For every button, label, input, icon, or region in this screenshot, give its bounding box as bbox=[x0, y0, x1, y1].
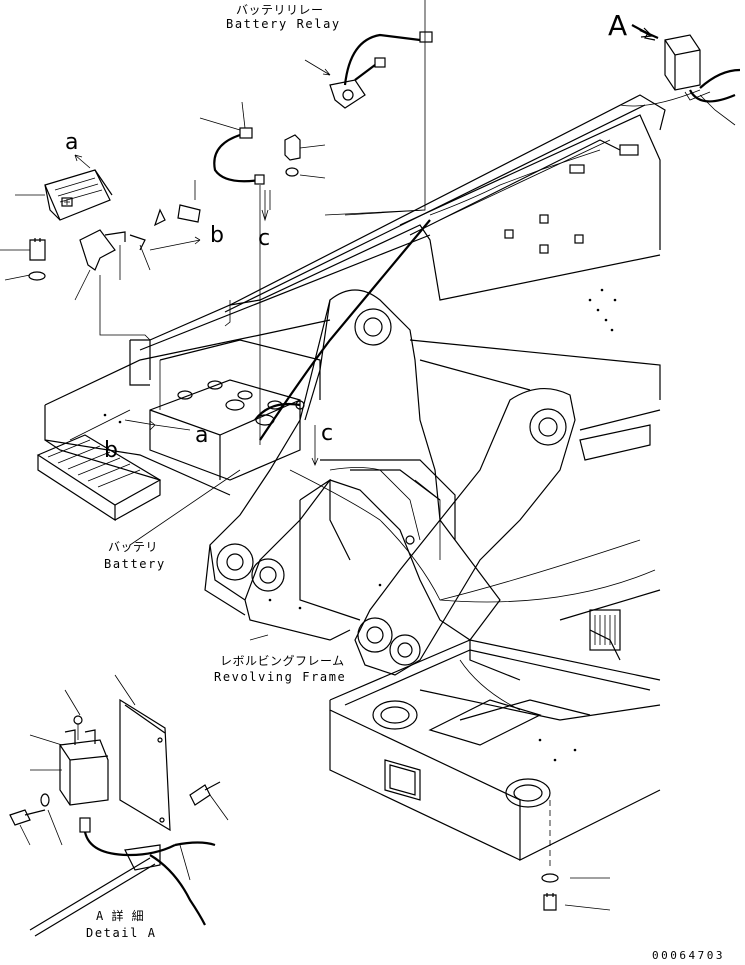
detail-a-drawing bbox=[9, 674, 229, 937]
view-a-marker: A bbox=[608, 9, 628, 42]
detail-a-label-jp: A 詳 細 bbox=[96, 909, 145, 923]
ref-b-marker-top: b bbox=[210, 223, 224, 248]
drawing-number: 00064703 bbox=[652, 949, 725, 962]
mounting-bolt-drawing bbox=[541, 800, 611, 911]
ref-c-marker-top: c bbox=[258, 226, 271, 251]
view-arrow bbox=[631, 24, 654, 38]
lamp-and-bracket-drawing bbox=[0, 0, 426, 641]
revolving-frame-label: Revolving Frame bbox=[214, 670, 347, 684]
revolving-frame-label-jp: レボルビングフレーム bbox=[220, 654, 345, 668]
ref-b-marker-step: b bbox=[104, 438, 118, 463]
battery-relay-label: Battery Relay bbox=[226, 17, 341, 31]
battery-label: Battery bbox=[104, 557, 166, 571]
ref-a-marker-top: a bbox=[65, 130, 79, 155]
view-a-component-drawing bbox=[637, 27, 741, 126]
ref-c-marker-frame: c bbox=[321, 421, 334, 446]
battery-relay-drawing bbox=[324, 31, 433, 216]
detail-a-label: Detail A bbox=[86, 926, 157, 940]
battery-relay-label-jp: バッテリリレー bbox=[236, 3, 324, 17]
battery-label-jp: バッテリ bbox=[108, 540, 159, 554]
ref-a-marker-battery: a bbox=[195, 423, 209, 448]
